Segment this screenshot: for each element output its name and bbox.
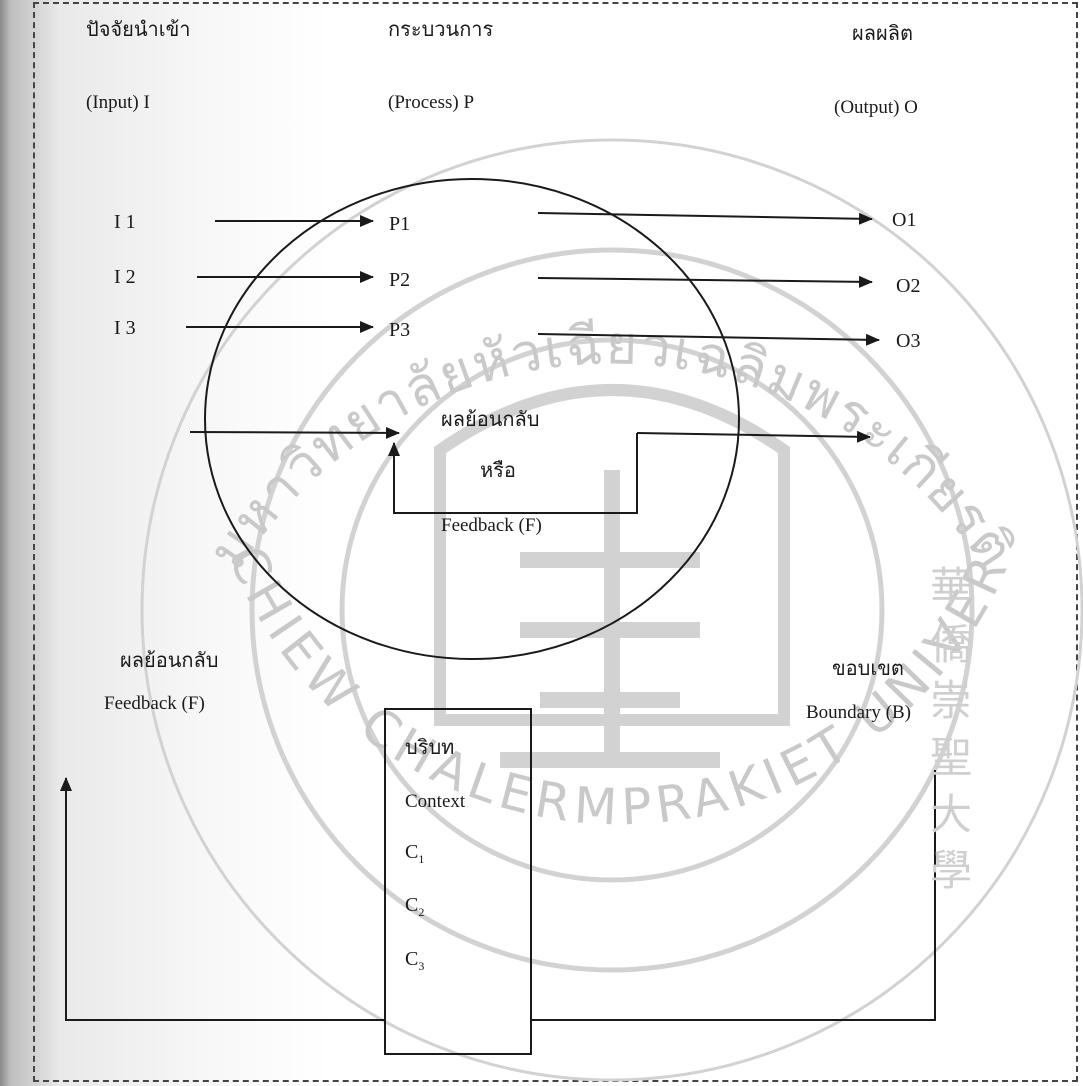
output-node-o3: O3 bbox=[896, 330, 921, 352]
output-heading: ผลผลิต bbox=[852, 23, 913, 45]
output-arrows bbox=[537, 212, 880, 346]
arrow-p1-o1 bbox=[537, 212, 873, 225]
input-node-i2: I 2 bbox=[114, 266, 136, 288]
inner-feedback-or: หรือ bbox=[480, 460, 516, 482]
input-heading: ปัจจัยนำเข้า bbox=[86, 19, 191, 41]
context-item-c1: C1 bbox=[405, 841, 425, 866]
arrow-p3-o3 bbox=[537, 333, 880, 346]
output-label: (Output) O bbox=[834, 97, 918, 118]
process-node-p1: P1 bbox=[389, 213, 411, 235]
context-item-c2: C2 bbox=[405, 894, 425, 919]
arrow-outside-to-loop bbox=[189, 426, 400, 439]
input-node-i3: I 3 bbox=[114, 317, 136, 339]
context-item-c3: C3 bbox=[405, 948, 425, 973]
boundary-en: Boundary (B) bbox=[806, 702, 912, 723]
process-heading: กระบวนการ bbox=[388, 19, 494, 41]
context-thai: บริบท bbox=[405, 737, 455, 759]
feedback-return-arrow bbox=[388, 433, 638, 514]
process-circle bbox=[204, 178, 740, 660]
input-node-i1: I 1 bbox=[114, 211, 136, 233]
process-node-p2: P2 bbox=[389, 269, 411, 291]
context-en: Context bbox=[405, 791, 466, 812]
arrow-loop-out bbox=[636, 430, 871, 443]
boundary-line bbox=[531, 770, 936, 1021]
inner-feedback-loop bbox=[189, 426, 871, 514]
input-arrows bbox=[186, 215, 374, 333]
input-label: (Input) I bbox=[86, 92, 150, 113]
watermark-emblem-characters: 華 僑 崇 聖 大 學 bbox=[930, 563, 973, 896]
inner-feedback-thai: ผลย้อนกลับ bbox=[441, 409, 540, 431]
process-label: (Process) P bbox=[388, 92, 475, 113]
process-node-p3: P3 bbox=[389, 319, 411, 341]
inner-feedback-en: Feedback (F) bbox=[441, 515, 542, 536]
boundary-thai: ขอบเขต bbox=[832, 658, 904, 680]
output-node-o2: O2 bbox=[896, 275, 921, 297]
outer-feedback-thai: ผลย้อนกลับ bbox=[120, 650, 219, 672]
output-node-o1: O1 bbox=[892, 209, 917, 231]
outer-feedback-en: Feedback (F) bbox=[104, 693, 205, 714]
arrow-p2-o2 bbox=[537, 275, 873, 288]
context-box bbox=[384, 708, 532, 1055]
outer-feedback-arrow bbox=[60, 777, 385, 1021]
outer-feedback-lines bbox=[60, 770, 936, 1021]
